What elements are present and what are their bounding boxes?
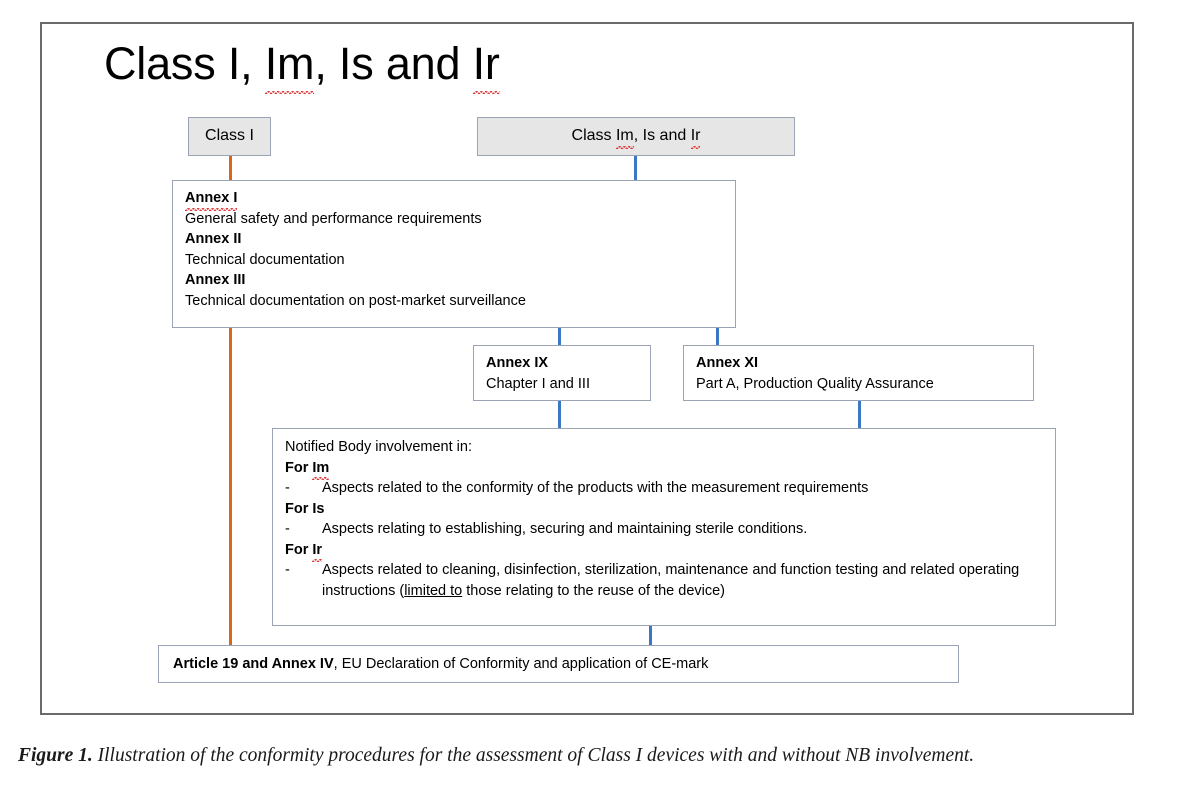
nb-bullet-dash: - bbox=[285, 562, 290, 578]
nb-bullet-dash: - bbox=[285, 480, 290, 496]
nb-group-label-is: For Is bbox=[285, 500, 325, 517]
diagram-title: Class I, Im, Is and Ir bbox=[104, 36, 500, 94]
nb-group-label-ir: For Ir bbox=[285, 540, 1045, 562]
connector-annex-i-to-annex-xi bbox=[716, 327, 719, 346]
node-article-19-annex-iv[interactable]: Article 19 and Annex IV, EU Declaration … bbox=[158, 645, 959, 683]
label-ir: Ir bbox=[690, 126, 700, 149]
label-im: Im bbox=[615, 126, 634, 149]
nb-bullet-text: Aspects relating to establishing, securi… bbox=[322, 521, 808, 537]
node-notified-body-involvement[interactable]: Notified Body involvement in: For Im - A… bbox=[272, 428, 1056, 626]
diagram-title-class: Class I, bbox=[104, 38, 265, 89]
article-19-bold: Article 19 and Annex IV bbox=[173, 655, 334, 672]
article-19-rest: , EU Declaration of Conformity and appli… bbox=[333, 655, 709, 672]
annex-i-heading: Annex I bbox=[185, 188, 725, 210]
label-and: and bbox=[655, 127, 691, 145]
nb-bullet-im: - Aspects related to the conformity of t… bbox=[285, 478, 1045, 499]
connector-class-im-is-ir-to-annex-i bbox=[634, 155, 637, 181]
node-class-i[interactable]: Class I bbox=[188, 117, 271, 156]
annex-ix-subtitle: Chapter I and III bbox=[486, 375, 590, 392]
diagram-title-sep: , Is and bbox=[314, 38, 473, 89]
connector-annex-ix-to-notified-body bbox=[558, 400, 561, 429]
label-is: Is bbox=[642, 127, 656, 145]
annex-xi-title: Annex XI bbox=[696, 355, 759, 371]
nb-group-label-im: For Im bbox=[285, 458, 1045, 480]
node-class-i-label: Class I bbox=[205, 127, 254, 145]
nb-bullet-ir: - Aspects related to cleaning, disinfect… bbox=[285, 560, 1045, 601]
node-annex-ix[interactable]: Annex IX Chapter I and III bbox=[473, 345, 651, 401]
nb-bullet-is: - Aspects relating to establishing, secu… bbox=[285, 519, 1045, 540]
annex-ix-title: Annex IX bbox=[486, 355, 549, 371]
connector-annex-xi-to-notified-body bbox=[858, 400, 861, 429]
connector-class-i-to-annex-i bbox=[229, 155, 232, 181]
node-annex-i-ii-iii[interactable]: Annex I General safety and performance r… bbox=[172, 180, 736, 328]
diagram-title-im: Im bbox=[264, 36, 315, 94]
diagram-title-ir: Ir bbox=[472, 36, 500, 94]
figure-caption: Figure 1. Illustration of the conformity… bbox=[18, 741, 1164, 771]
annex-xi-subtitle: Part A, Production Quality Assurance bbox=[696, 375, 934, 392]
annex-iii-heading: Annex III bbox=[185, 272, 246, 288]
nb-bullet-text: Aspects related to the conformity of the… bbox=[322, 480, 869, 496]
annex-ii-text: Technical documentation bbox=[185, 251, 345, 268]
annex-ii-heading: Annex II bbox=[185, 231, 242, 247]
nb-heading: Notified Body involvement in: bbox=[285, 439, 472, 455]
nb-bullet-dash: - bbox=[285, 521, 290, 537]
node-class-im-is-ir[interactable]: Class Im, Is and Ir bbox=[477, 117, 795, 156]
figure-caption-text: Illustration of the conformity procedure… bbox=[97, 745, 975, 766]
label-prefix: Class bbox=[571, 127, 616, 145]
connector-class-i-to-article-19 bbox=[229, 328, 232, 646]
connector-annex-i-to-annex-ix bbox=[558, 327, 561, 346]
node-annex-xi[interactable]: Annex XI Part A, Production Quality Assu… bbox=[683, 345, 1034, 401]
annex-iii-text: Technical documentation on post-market s… bbox=[185, 292, 526, 309]
annex-i-text: General safety and performance requireme… bbox=[185, 210, 482, 227]
label-mid: , bbox=[633, 127, 643, 145]
figure-caption-label: Figure 1. bbox=[18, 745, 93, 766]
node-class-im-is-ir-label: Class Im, Is and Ir bbox=[571, 126, 700, 149]
connector-notified-body-to-article-19 bbox=[649, 625, 652, 646]
nb-bullet-text: Aspects related to cleaning, disinfectio… bbox=[322, 562, 1020, 599]
